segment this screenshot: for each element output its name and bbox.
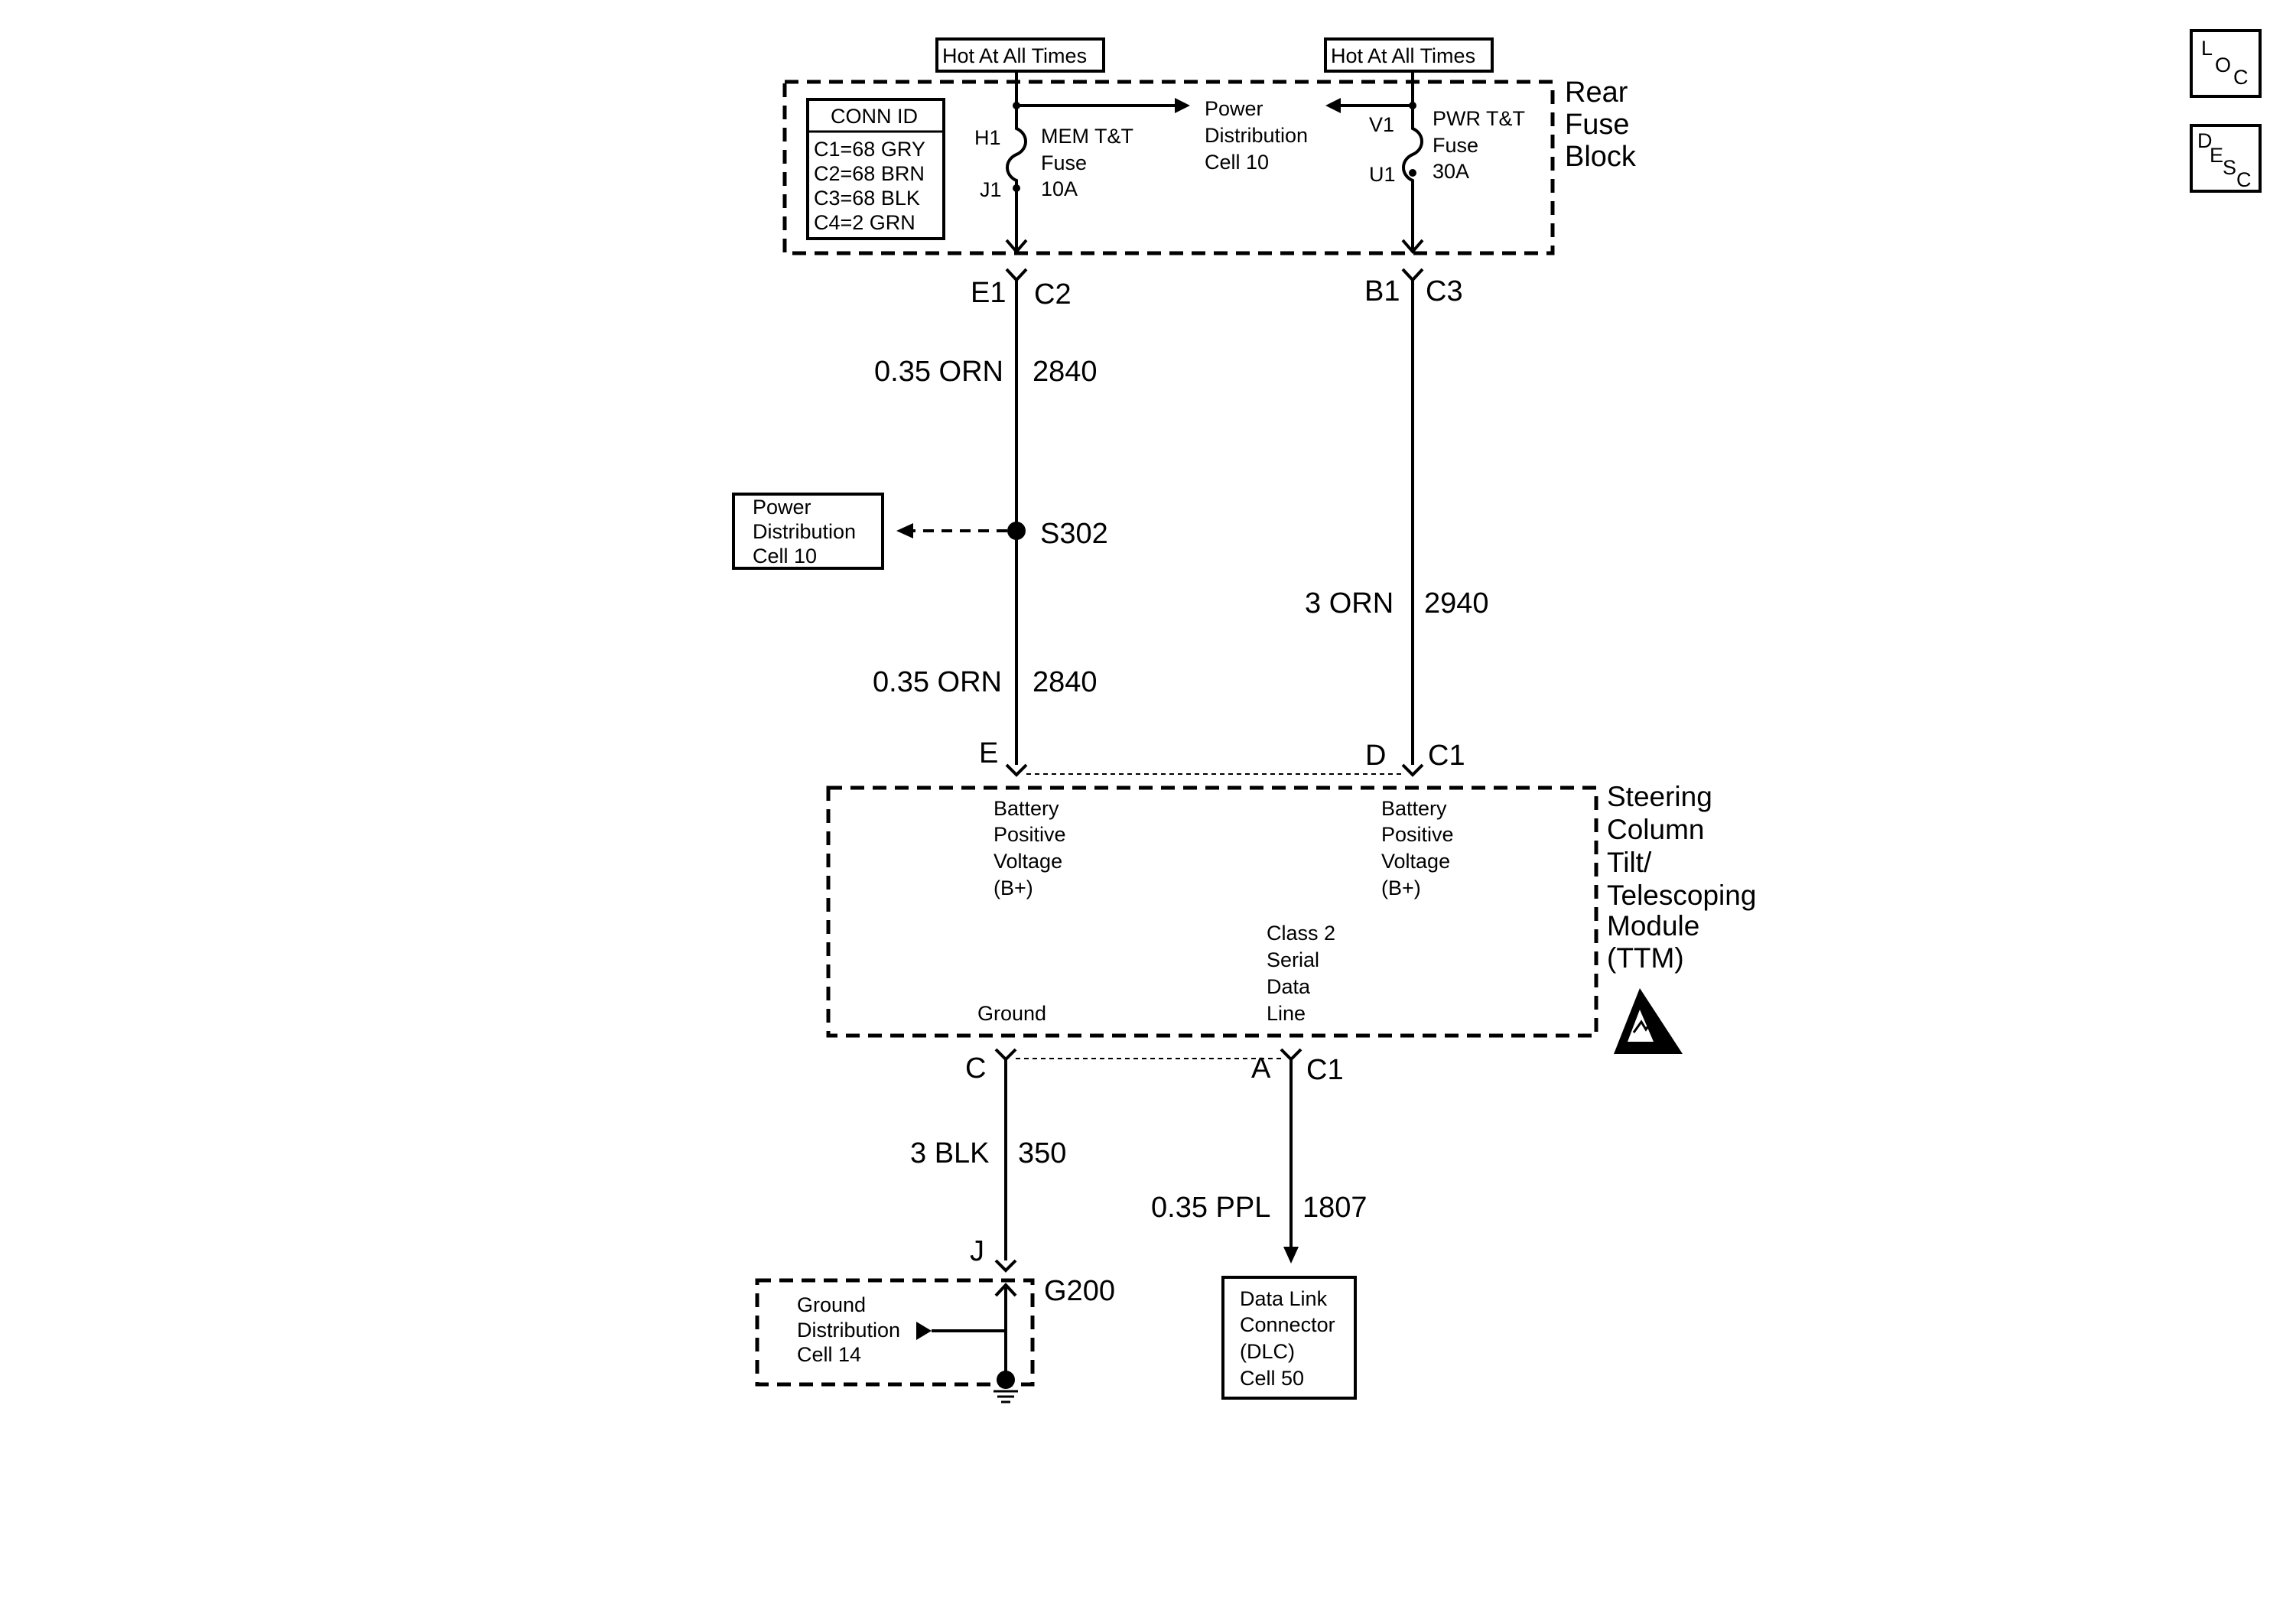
esd-warning-icon [1614,988,1683,1054]
wire-2840-upper-circuit: 2840 [1033,356,1098,388]
hot-at-all-times-left: Hot At All Times [935,37,1105,73]
splice-s302 [1007,522,1026,540]
power-distribution-box[interactable]: Power Distribution Cell 10 [732,493,884,570]
bplus-right-label: Battery Positive Voltage (B+) [1381,797,1459,899]
svg-text:Power Distribution: Power Distribution Cell 10 [753,496,862,568]
connector-e1: E1 [971,277,1006,309]
bplus-left-label: Battery Positive Voltage (B+) [994,797,1072,899]
conn-id-list: C1=68 GRY C2=68 BRN C3=68 BLK C4=2 GRN [814,138,931,234]
connector-e: E [979,737,998,769]
wire-1807-circuit: 1807 [1302,1192,1368,1224]
wire-350-circuit: 350 [1018,1137,1066,1169]
conn-id-box: CONN ID C1=68 GRY C2=68 BRN C3=68 BLK C4… [806,98,945,240]
pwr-tt-fuse-label: PWR T&T Fuse 30A [1433,107,1530,183]
wire-2840-upper-gauge: 0.35 ORN [874,356,1003,388]
svg-text:Hot At All Times: Hot At All Times [942,44,1087,67]
hot-at-all-times-right: Hot At All Times [1324,37,1494,73]
connector-a: A [1251,1052,1271,1085]
ground-g200-label: G200 [1044,1275,1115,1307]
ground-label: Ground [977,1002,1046,1025]
conn-id-title: CONN ID [831,105,918,128]
power-distribution-ref-top: Power Distribution Cell 10 [1205,97,1314,174]
ground-distribution-ref[interactable]: Ground Distribution Cell 14 [797,1293,906,1366]
mem-tt-fuse-label: MEM T&T Fuse 10A [1041,125,1139,200]
svg-text:O: O [2215,54,2231,76]
svg-text:C: C [2236,168,2252,191]
splice-s302-label: S302 [1040,518,1108,550]
svg-text:Data Link Connector: Data Link Connector (DLC) Cell 50 [1240,1287,1341,1390]
svg-text:Hot At All Times: Hot At All Times [1331,44,1475,67]
ttm-module-outline [826,785,1598,1038]
fuse-terminal-v1: V1 [1369,113,1394,136]
connector-c1-bottom: C1 [1306,1054,1344,1086]
fuse-terminal-j1: J1 [980,178,1002,201]
svg-text:C: C [2233,66,2249,89]
svg-text:E: E [2210,144,2223,167]
wire-2940-gauge: 3 ORN [1305,587,1394,620]
pwr-tt-fuse: V1 U1 PWR T&T Fuse 30A [1369,71,1530,255]
ground-block-outline [755,1278,1035,1387]
wire-1807-gauge: 0.35 PPL [1151,1192,1270,1224]
wire-350-gauge: 3 BLK [910,1137,990,1169]
rear-fuse-block-label: Rear Fuse Block [1565,76,1637,173]
class2-serial-data-label: Class 2 Serial Data Line [1267,922,1342,1025]
ttm-module-label: Steering Column Tilt/ Telescoping Module… [1607,781,1764,974]
fuse-terminal-h1: H1 [974,126,1001,149]
ground-point [997,1371,1015,1389]
svg-text:D: D [2197,129,2213,152]
connector-c3: C3 [1426,275,1463,307]
connector-c2: C2 [1034,278,1072,311]
connector-b1: B1 [1364,275,1400,307]
dlc-box[interactable]: Data Link Connector (DLC) Cell 50 [1221,1276,1357,1400]
connector-c1-top: C1 [1428,740,1465,772]
connector-d: D [1365,740,1386,772]
connector-j: J [970,1235,984,1267]
wire-2940-circuit: 2940 [1424,587,1489,620]
ground-symbol-icon [994,1390,1018,1403]
wire-2840-lower-circuit: 2840 [1033,666,1098,698]
fuse-terminal-u1: U1 [1369,163,1396,186]
wire-2840-lower-gauge: 0.35 ORN [873,666,1002,698]
rear-fuse-block-outline [782,80,1555,255]
svg-text:S: S [2223,156,2236,179]
desc-button[interactable]: D E S C [2190,124,2262,193]
svg-text:L: L [2201,37,2213,60]
mem-tt-fuse: H1 J1 MEM T&T Fuse 10A [974,71,1139,255]
loc-button[interactable]: L O C [2190,29,2262,98]
connector-c: C [965,1052,986,1085]
